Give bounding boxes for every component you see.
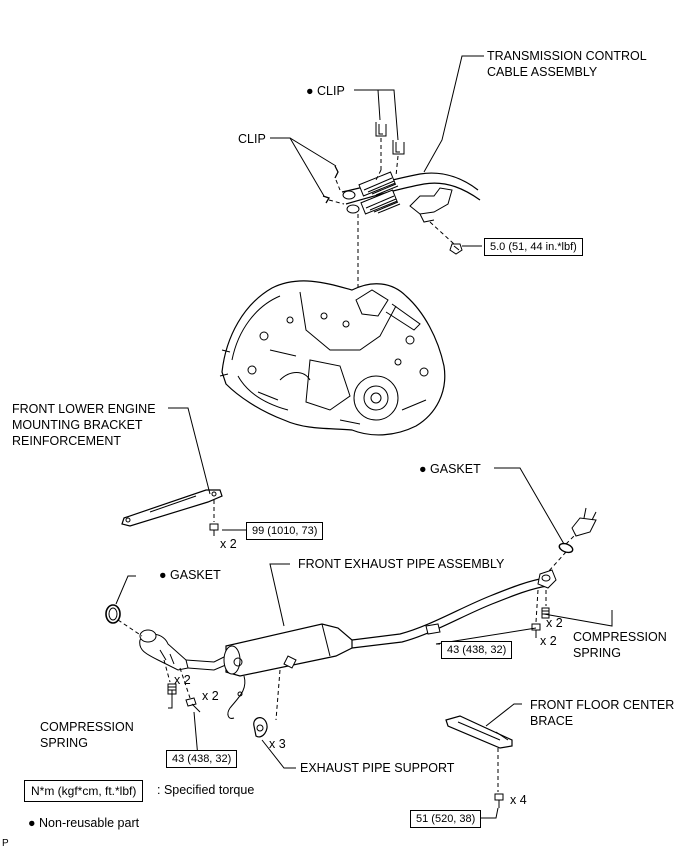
cable-bolt (449, 243, 463, 255)
transaxle-assembly (219, 280, 446, 436)
exhaust-flange-rear (571, 507, 597, 537)
pipe-rear-bolt (531, 623, 541, 638)
label-front-lower-bracket: FRONT LOWER ENGINE MOUNTING BRACKET REIN… (12, 402, 156, 448)
torque-pipe-rear-bolt: 43 (438, 32) (441, 641, 513, 659)
torque-brace-bolt: 51 (520, 38) (410, 810, 482, 828)
torque-pipe-front-bolt: 43 (438, 32) (166, 750, 238, 768)
front-lower-bracket-reinforcement (121, 489, 223, 527)
count-pipe-rear-bolt: x 2 (540, 634, 557, 648)
gasket-right (558, 542, 574, 554)
brace-bolt (494, 793, 504, 808)
count-brace-bolt: x 4 (510, 793, 527, 807)
exhaust-pipe-support (253, 717, 268, 738)
legend-torque-unit-box: N*m (kgf*cm, ft.*lbf) (24, 780, 144, 802)
label-front-floor-brace: FRONT FLOOR CENTER BRACE (530, 698, 675, 728)
assembly-lines-top (328, 138, 455, 300)
count-pipe-front-spring: x 2 (174, 673, 191, 687)
legend-torque-text: : Specified torque (157, 783, 255, 797)
label-clip-nonreusable: ● CLIP (306, 84, 345, 98)
front-exhaust-pipe-assembly (139, 569, 557, 719)
transmission-control-cable-assembly (341, 171, 481, 223)
label-exhaust-pipe-support: EXHAUST PIPE SUPPORT (300, 761, 455, 775)
count-pipe-front-bolt: x 2 (202, 689, 219, 703)
compression-spring-right (541, 607, 550, 619)
legend-nonreusable: ● Non-reusable part (28, 816, 140, 830)
label-compression-spring-right: COMPRESSION SPRING (573, 630, 667, 660)
torque-cable-bolt: 5.0 (51, 44 in.*lbf) (484, 238, 583, 256)
clip-small-upper (334, 165, 339, 179)
count-pipe-rear-spring: x 2 (546, 616, 563, 630)
torque-bracket-bolt: 99 (1010, 73) (246, 522, 324, 540)
bracket-bolt (209, 523, 219, 536)
clip-upper-right (392, 140, 405, 155)
label-front-exhaust-pipe: FRONT EXHAUST PIPE ASSEMBLY (298, 557, 505, 571)
count-bracket-bolt: x 2 (220, 537, 237, 551)
label-gasket-left: ● GASKET (159, 568, 221, 582)
pipe-front-bolt (185, 697, 201, 713)
clip-small-lower (322, 195, 330, 204)
label-gasket-right: ● GASKET (419, 462, 481, 476)
corner-mark: P (2, 838, 9, 849)
label-transmission-cable: TRANSMISSION CONTROL CABLE ASSEMBLY (487, 49, 647, 79)
clip-upper-left (375, 122, 387, 137)
count-support: x 3 (269, 737, 286, 751)
gasket-left (105, 604, 121, 624)
label-clip: CLIP (238, 132, 266, 146)
label-compression-spring-left: COMPRESSION SPRING (40, 720, 134, 750)
front-floor-center-brace (445, 715, 513, 749)
